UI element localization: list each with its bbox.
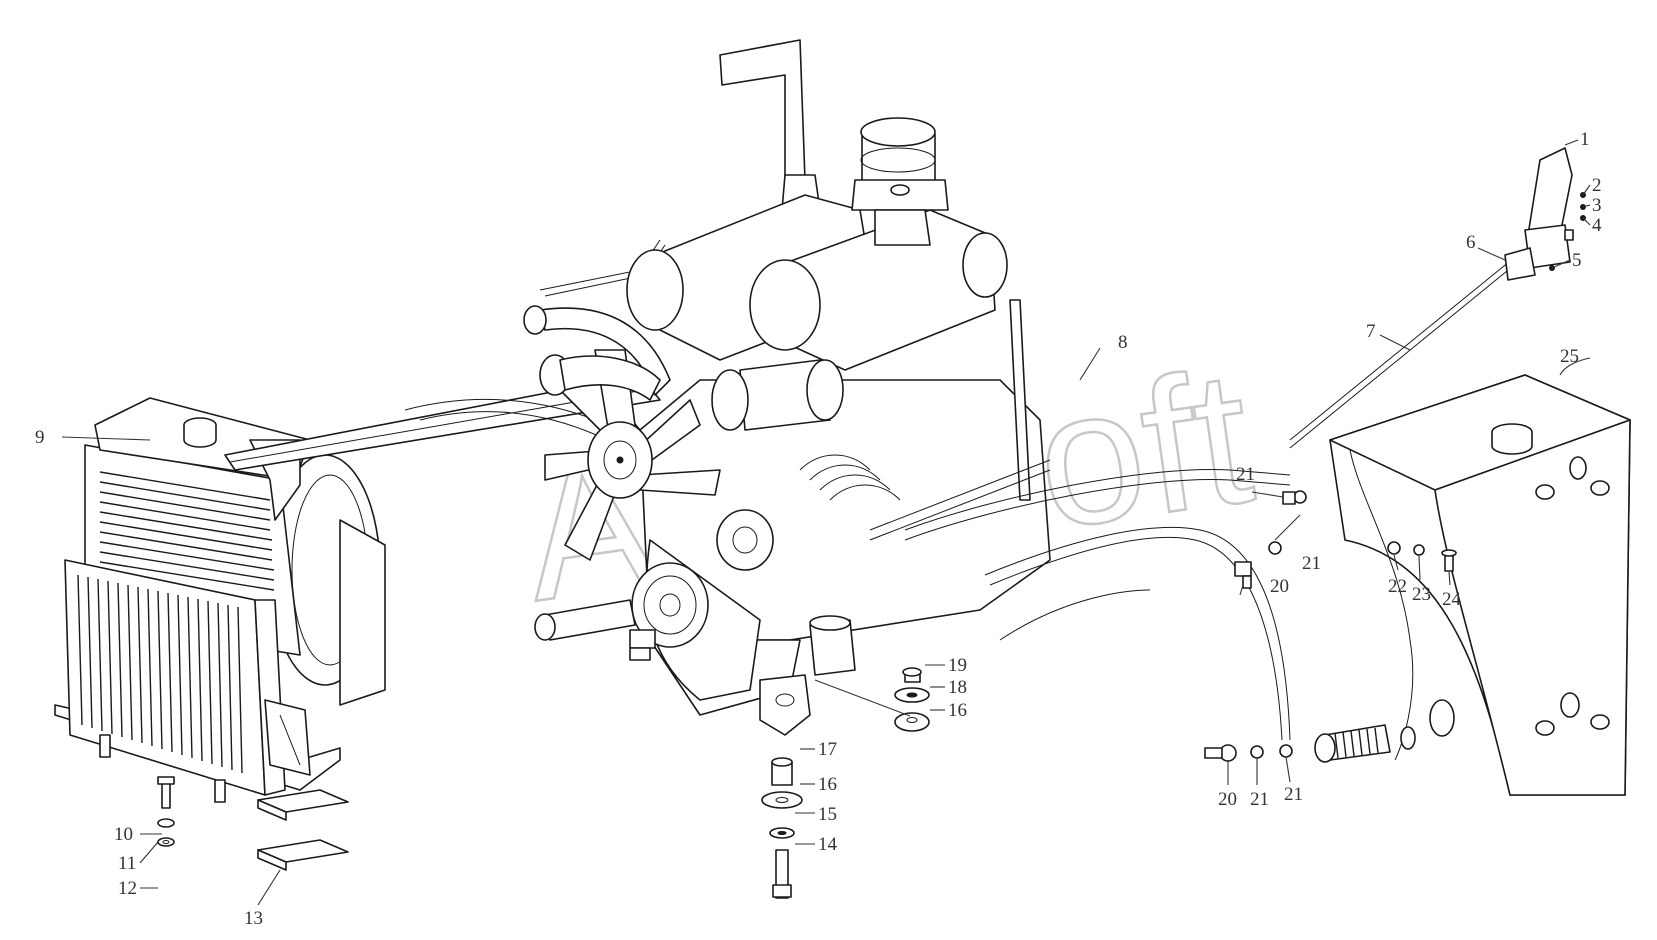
leader-lines bbox=[61, 139, 1591, 906]
callout-14: 14 bbox=[818, 834, 838, 855]
radiator-assembly bbox=[54, 397, 386, 803]
callout-3: 3 bbox=[1592, 195, 1602, 216]
callout-18: 18 bbox=[948, 677, 967, 698]
callout-25: 25 bbox=[1560, 346, 1579, 367]
callout-5: 5 bbox=[1572, 250, 1582, 271]
callout-labels: 1 2 3 4 5 6 7 8 9 10 11 12 13 14 15 16 1… bbox=[35, 129, 1602, 929]
callout-4: 4 bbox=[1592, 215, 1602, 236]
callout-23: 23 bbox=[1412, 584, 1431, 605]
callout-21d: 21 bbox=[1284, 784, 1303, 805]
callout-12: 12 bbox=[118, 878, 137, 899]
callout-20a: 20 bbox=[1270, 576, 1289, 597]
callout-11: 11 bbox=[118, 853, 136, 874]
callout-7: 7 bbox=[1366, 321, 1376, 342]
callout-16a: 16 bbox=[818, 774, 837, 795]
radiator-fasteners bbox=[157, 776, 349, 871]
throttle-pedal-assembly bbox=[1504, 147, 1586, 281]
callout-8: 8 bbox=[1118, 332, 1128, 353]
callout-2: 2 bbox=[1592, 175, 1602, 196]
callout-20b: 20 bbox=[1218, 789, 1237, 810]
fuel-lines bbox=[904, 256, 1519, 741]
callout-15: 15 bbox=[818, 804, 837, 825]
callout-13: 13 bbox=[244, 908, 263, 929]
callout-1: 1 bbox=[1580, 129, 1590, 150]
callout-9: 9 bbox=[35, 427, 45, 448]
callout-22: 22 bbox=[1388, 576, 1407, 597]
callout-6: 6 bbox=[1466, 232, 1476, 253]
engine-block bbox=[534, 39, 1051, 736]
callout-21c: 21 bbox=[1250, 789, 1269, 810]
callout-24: 24 bbox=[1442, 589, 1462, 610]
fuel-tank bbox=[1329, 374, 1631, 796]
callout-19: 19 bbox=[948, 655, 967, 676]
tank-fittings bbox=[1204, 490, 1457, 763]
callout-10: 10 bbox=[114, 824, 133, 845]
engine-mount-hardware bbox=[761, 667, 930, 899]
callout-16b: 16 bbox=[948, 700, 967, 721]
callout-17: 17 bbox=[818, 739, 837, 760]
callout-21b: 21 bbox=[1302, 553, 1321, 574]
callout-21a: 21 bbox=[1236, 464, 1255, 485]
